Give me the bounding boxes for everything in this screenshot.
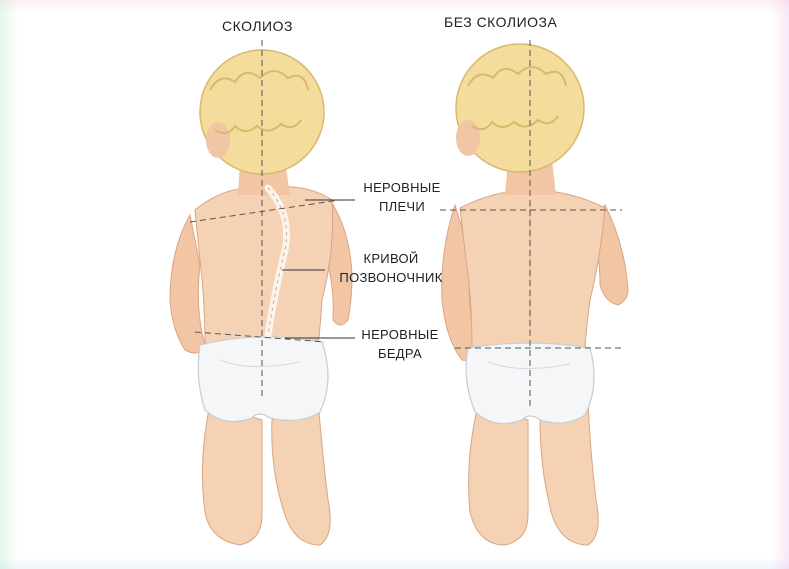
callout-shoulders-line-2: ПЛЕЧИ xyxy=(356,197,448,216)
heading-scoliosis: СКОЛИОЗ xyxy=(222,18,293,34)
callout-hips-line-1: НЕРОВНЫЕ xyxy=(352,325,448,344)
callout-uneven-shoulders: НЕРОВНЫЕ ПЛЕЧИ xyxy=(356,178,448,216)
callout-shoulders-line-1: НЕРОВНЫЕ xyxy=(356,178,448,197)
callout-spine-line-2: ПОЗВОНОЧНИК xyxy=(322,268,460,287)
callout-hips-line-2: БЕДРА xyxy=(352,344,448,363)
heading-no-scoliosis: БЕЗ СКОЛИОЗА xyxy=(444,14,557,30)
child-without-scoliosis xyxy=(440,40,628,545)
callout-spine-line-1: КРИВОЙ xyxy=(322,249,460,268)
callout-curved-spine: КРИВОЙ ПОЗВОНОЧНИК xyxy=(322,249,460,287)
callout-uneven-hips: НЕРОВНЫЕ БЕДРА xyxy=(352,325,448,363)
child-with-scoliosis xyxy=(170,40,352,545)
